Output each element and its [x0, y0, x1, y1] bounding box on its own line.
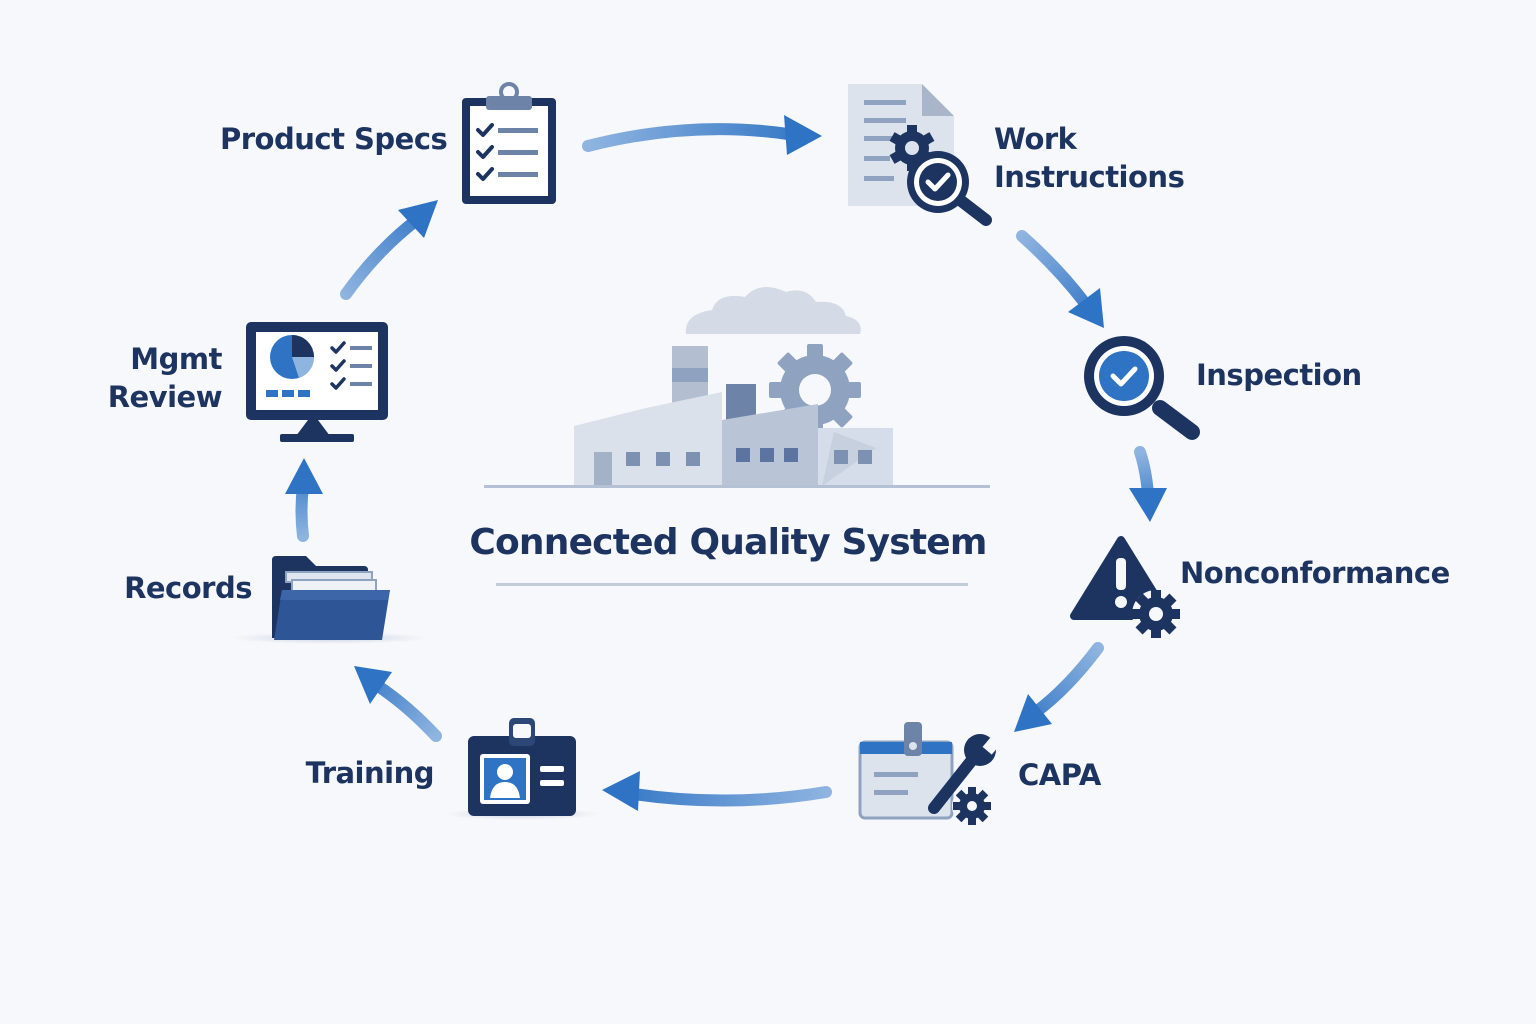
monitor-dashboard-icon [246, 322, 388, 442]
title-underline [496, 583, 968, 586]
arrow-inspection-to-nonconformance [1129, 446, 1167, 522]
arrow-nonconformance-to-capa [1014, 642, 1104, 732]
folder-icon [230, 556, 430, 644]
arrow-training-to-records [354, 666, 442, 742]
label-inspection: Inspection [1196, 358, 1362, 392]
wrench-gear-card-icon [858, 722, 1003, 826]
warning-gear-icon [1070, 536, 1180, 638]
label-records: Records [124, 571, 252, 605]
clipboard-checklist-icon [462, 82, 556, 204]
document-gear-check-icon [848, 84, 992, 226]
label-product-specs: Product Specs [220, 122, 448, 156]
label-training: Training [305, 756, 435, 790]
factory-gear-icon [484, 287, 990, 488]
arrow-product-specs-to-work-instructions [582, 115, 822, 155]
id-badge-icon [444, 718, 600, 820]
arrow-records-to-mgmt-review [285, 458, 323, 542]
arrow-capa-to-training [602, 771, 832, 811]
label-mgmt-review: Mgmt Review [107, 342, 223, 414]
label-capa: CAPA [1018, 758, 1101, 792]
magnifier-check-icon [1084, 336, 1200, 440]
arrow-mgmt-review-to-product-specs [340, 200, 438, 300]
label-nonconformance: Nonconformance [1180, 556, 1450, 590]
arrow-work-instructions-to-inspection [1016, 230, 1104, 328]
diagram-title: Connected Quality System [469, 522, 987, 563]
label-work-instructions: Work Instructions [994, 122, 1185, 194]
